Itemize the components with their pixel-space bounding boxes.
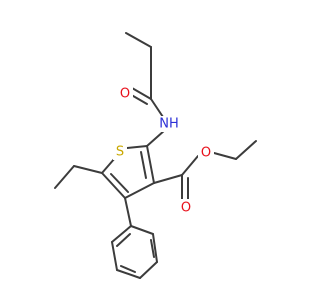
bond-c3-ester-c bbox=[153, 174, 183, 184]
bond-alkoxy-o-ch2 bbox=[213, 152, 237, 160]
bond-ethyl-ch2-ch3 bbox=[54, 165, 75, 189]
bond-c3-c2 bbox=[146, 145, 155, 184]
bond-phenyl-2-3 bbox=[152, 233, 158, 263]
bond-c2-sulfur bbox=[126, 145, 148, 149]
bond-c5-c4 bbox=[101, 172, 126, 199]
bond-phenyl-inner-a bbox=[150, 239, 155, 258]
ring-sulfur-label: S bbox=[116, 145, 124, 160]
bond-phenyl-1-2 bbox=[130, 225, 154, 235]
bond-phenyl-6-1 bbox=[111, 225, 132, 243]
bond-phenyl-4-5 bbox=[116, 269, 141, 279]
bond-c3-c2-inner bbox=[140, 151, 147, 179]
bond-carbonyl-nitrogen bbox=[150, 98, 164, 118]
bond-c4-c3 bbox=[124, 182, 155, 199]
bond-butyl-c1-c2 bbox=[125, 32, 152, 48]
bond-c5-c4-inner bbox=[110, 173, 129, 193]
molecule-structure: O NH S O O bbox=[54, 32, 257, 279]
bond-nitrogen-c2 bbox=[146, 129, 166, 147]
amide-nitrogen-label: NH bbox=[159, 117, 179, 132]
bond-ch2-ch3 bbox=[235, 140, 257, 160]
bond-c5-ethyl-ch2 bbox=[73, 165, 103, 174]
bond-phenyl-inner-c bbox=[116, 233, 131, 247]
bond-amide-co-double-a bbox=[131, 87, 152, 100]
bond-phenyl-3-4 bbox=[139, 261, 158, 279]
amide-oxygen-label: O bbox=[120, 87, 130, 102]
ester-carbonyl-oxygen-label: O bbox=[181, 201, 191, 216]
atom-label-layer: O NH S O O bbox=[113, 85, 214, 216]
bond-c4-phenyl bbox=[124, 197, 132, 227]
bond-phenyl-inner-b bbox=[120, 265, 136, 273]
bond-phenyl-5-6 bbox=[111, 241, 118, 271]
bond-ester-c-alkoxy-o bbox=[181, 155, 199, 176]
bond-sulfur-c5 bbox=[101, 157, 116, 174]
ester-alkoxy-oxygen-label: O bbox=[201, 146, 211, 161]
bond-layer bbox=[54, 32, 257, 279]
